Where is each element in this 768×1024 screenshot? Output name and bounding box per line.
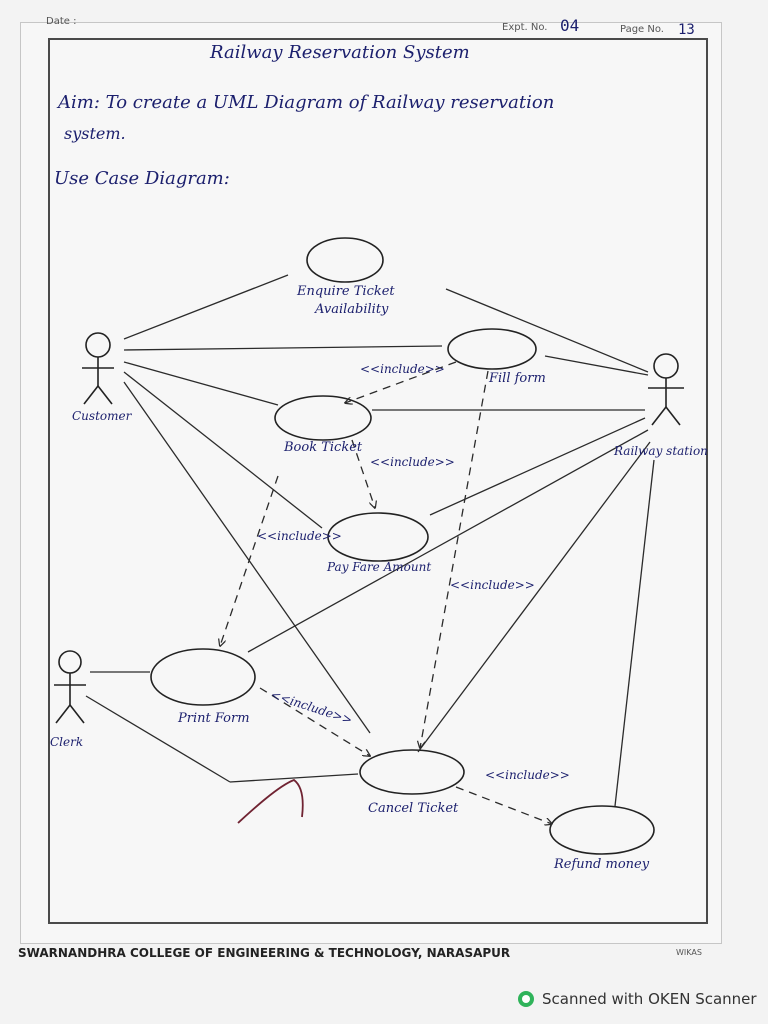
scanner-icon <box>518 991 534 1007</box>
print-form-ellipse <box>150 648 256 706</box>
footer-right-text: WIKAS <box>676 948 702 957</box>
pen-scribble <box>237 778 304 824</box>
pay-fare-ellipse <box>327 512 429 562</box>
page-label: Page No. <box>620 24 664 35</box>
enquire-ticket-ellipse <box>306 237 384 283</box>
notebook-sheet <box>20 22 722 944</box>
include-label-pay-right: <<include>> <box>450 578 535 592</box>
cancel-ticket-label: Cancel Ticket <box>368 801 459 816</box>
book-ticket-ellipse <box>274 395 372 441</box>
fill-form-ellipse <box>447 328 537 370</box>
clerk-label: Clerk <box>50 735 83 749</box>
include-label-fill-book: <<include>> <box>360 362 445 376</box>
fill-form-label: Fill form <box>488 371 546 386</box>
scanner-text: Scanned with OKEN Scanner <box>542 990 757 1008</box>
include-label-print-cancel: <<include>> <box>269 688 354 728</box>
enquire-label-line1: Enquire Ticket <box>296 284 395 299</box>
scanner-watermark: Scanned with OKEN Scanner <box>518 990 757 1008</box>
customer-label: Customer <box>72 409 133 423</box>
expt-value: 04 <box>560 16 580 35</box>
expt-label: Expt. No. <box>502 22 548 33</box>
include-lines <box>220 361 552 824</box>
include-label-pay-left: <<include>> <box>257 529 342 543</box>
page-title: Railway Reservation System <box>210 42 470 63</box>
include-label-cancel-refund: <<include>> <box>485 768 570 782</box>
aim-text-line2: system. <box>64 124 126 143</box>
refund-money-ellipse <box>549 805 655 855</box>
aim-text-line1: Aim: To create a UML Diagram of Railway … <box>58 92 555 113</box>
college-footer: SWARNANDHRA COLLEGE OF ENGINEERING & TEC… <box>18 946 511 960</box>
pay-fare-label: Pay Fare Amount <box>326 560 431 574</box>
association-lines <box>85 274 655 807</box>
date-label: Date : <box>46 16 77 27</box>
railway-station-actor <box>648 353 684 426</box>
customer-actor <box>82 332 114 405</box>
use-case-title: Use Case Diagram: <box>54 168 230 189</box>
print-form-label: Print Form <box>177 711 250 726</box>
refund-money-label: Refund money <box>553 857 650 872</box>
clerk-actor <box>54 650 86 724</box>
book-ticket-label: Book Ticket <box>283 440 363 455</box>
page-value: 13 <box>678 22 695 38</box>
railway-station-label: Railway station <box>613 444 708 458</box>
cancel-ticket-ellipse <box>359 749 465 795</box>
include-label-book-pay: <<include>> <box>370 455 455 469</box>
enquire-label-line2: Availability <box>314 302 389 317</box>
page-border <box>48 38 708 924</box>
